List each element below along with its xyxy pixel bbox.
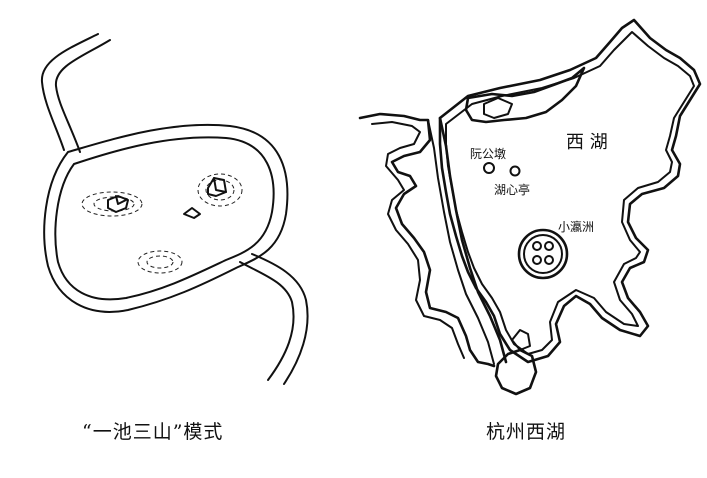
pond-outer-bank [43, 123, 289, 313]
west-inner-lakes [358, 112, 496, 368]
pond-inner-bank [54, 136, 275, 301]
south-peninsula [494, 348, 538, 396]
xiaoyingzhou-island [517, 228, 569, 280]
hill-2 [183, 173, 243, 219]
hill-1 [81, 191, 143, 217]
caption-hangzhou-west-lake: 杭州西湖 [486, 421, 567, 443]
caption-one-pond-three-hills: “一池三山”模式 [82, 421, 224, 443]
label-ruangongdun: 阮公墩 [470, 147, 507, 161]
ruangong-island-marker [483, 162, 495, 174]
hill-3 [137, 250, 183, 274]
label-huxinting: 湖心亭 [494, 183, 531, 197]
lake-shoreline [438, 18, 702, 364]
su-causeway [438, 116, 508, 364]
huxinting-island-marker [509, 165, 521, 177]
outlet-stream [239, 261, 295, 381]
inlet-stream [40, 33, 99, 151]
label-xiaoyingzhou: 小瀛洲 [558, 220, 595, 234]
gushan-island [464, 66, 586, 124]
label-west-lake: 西 湖 [566, 132, 608, 153]
